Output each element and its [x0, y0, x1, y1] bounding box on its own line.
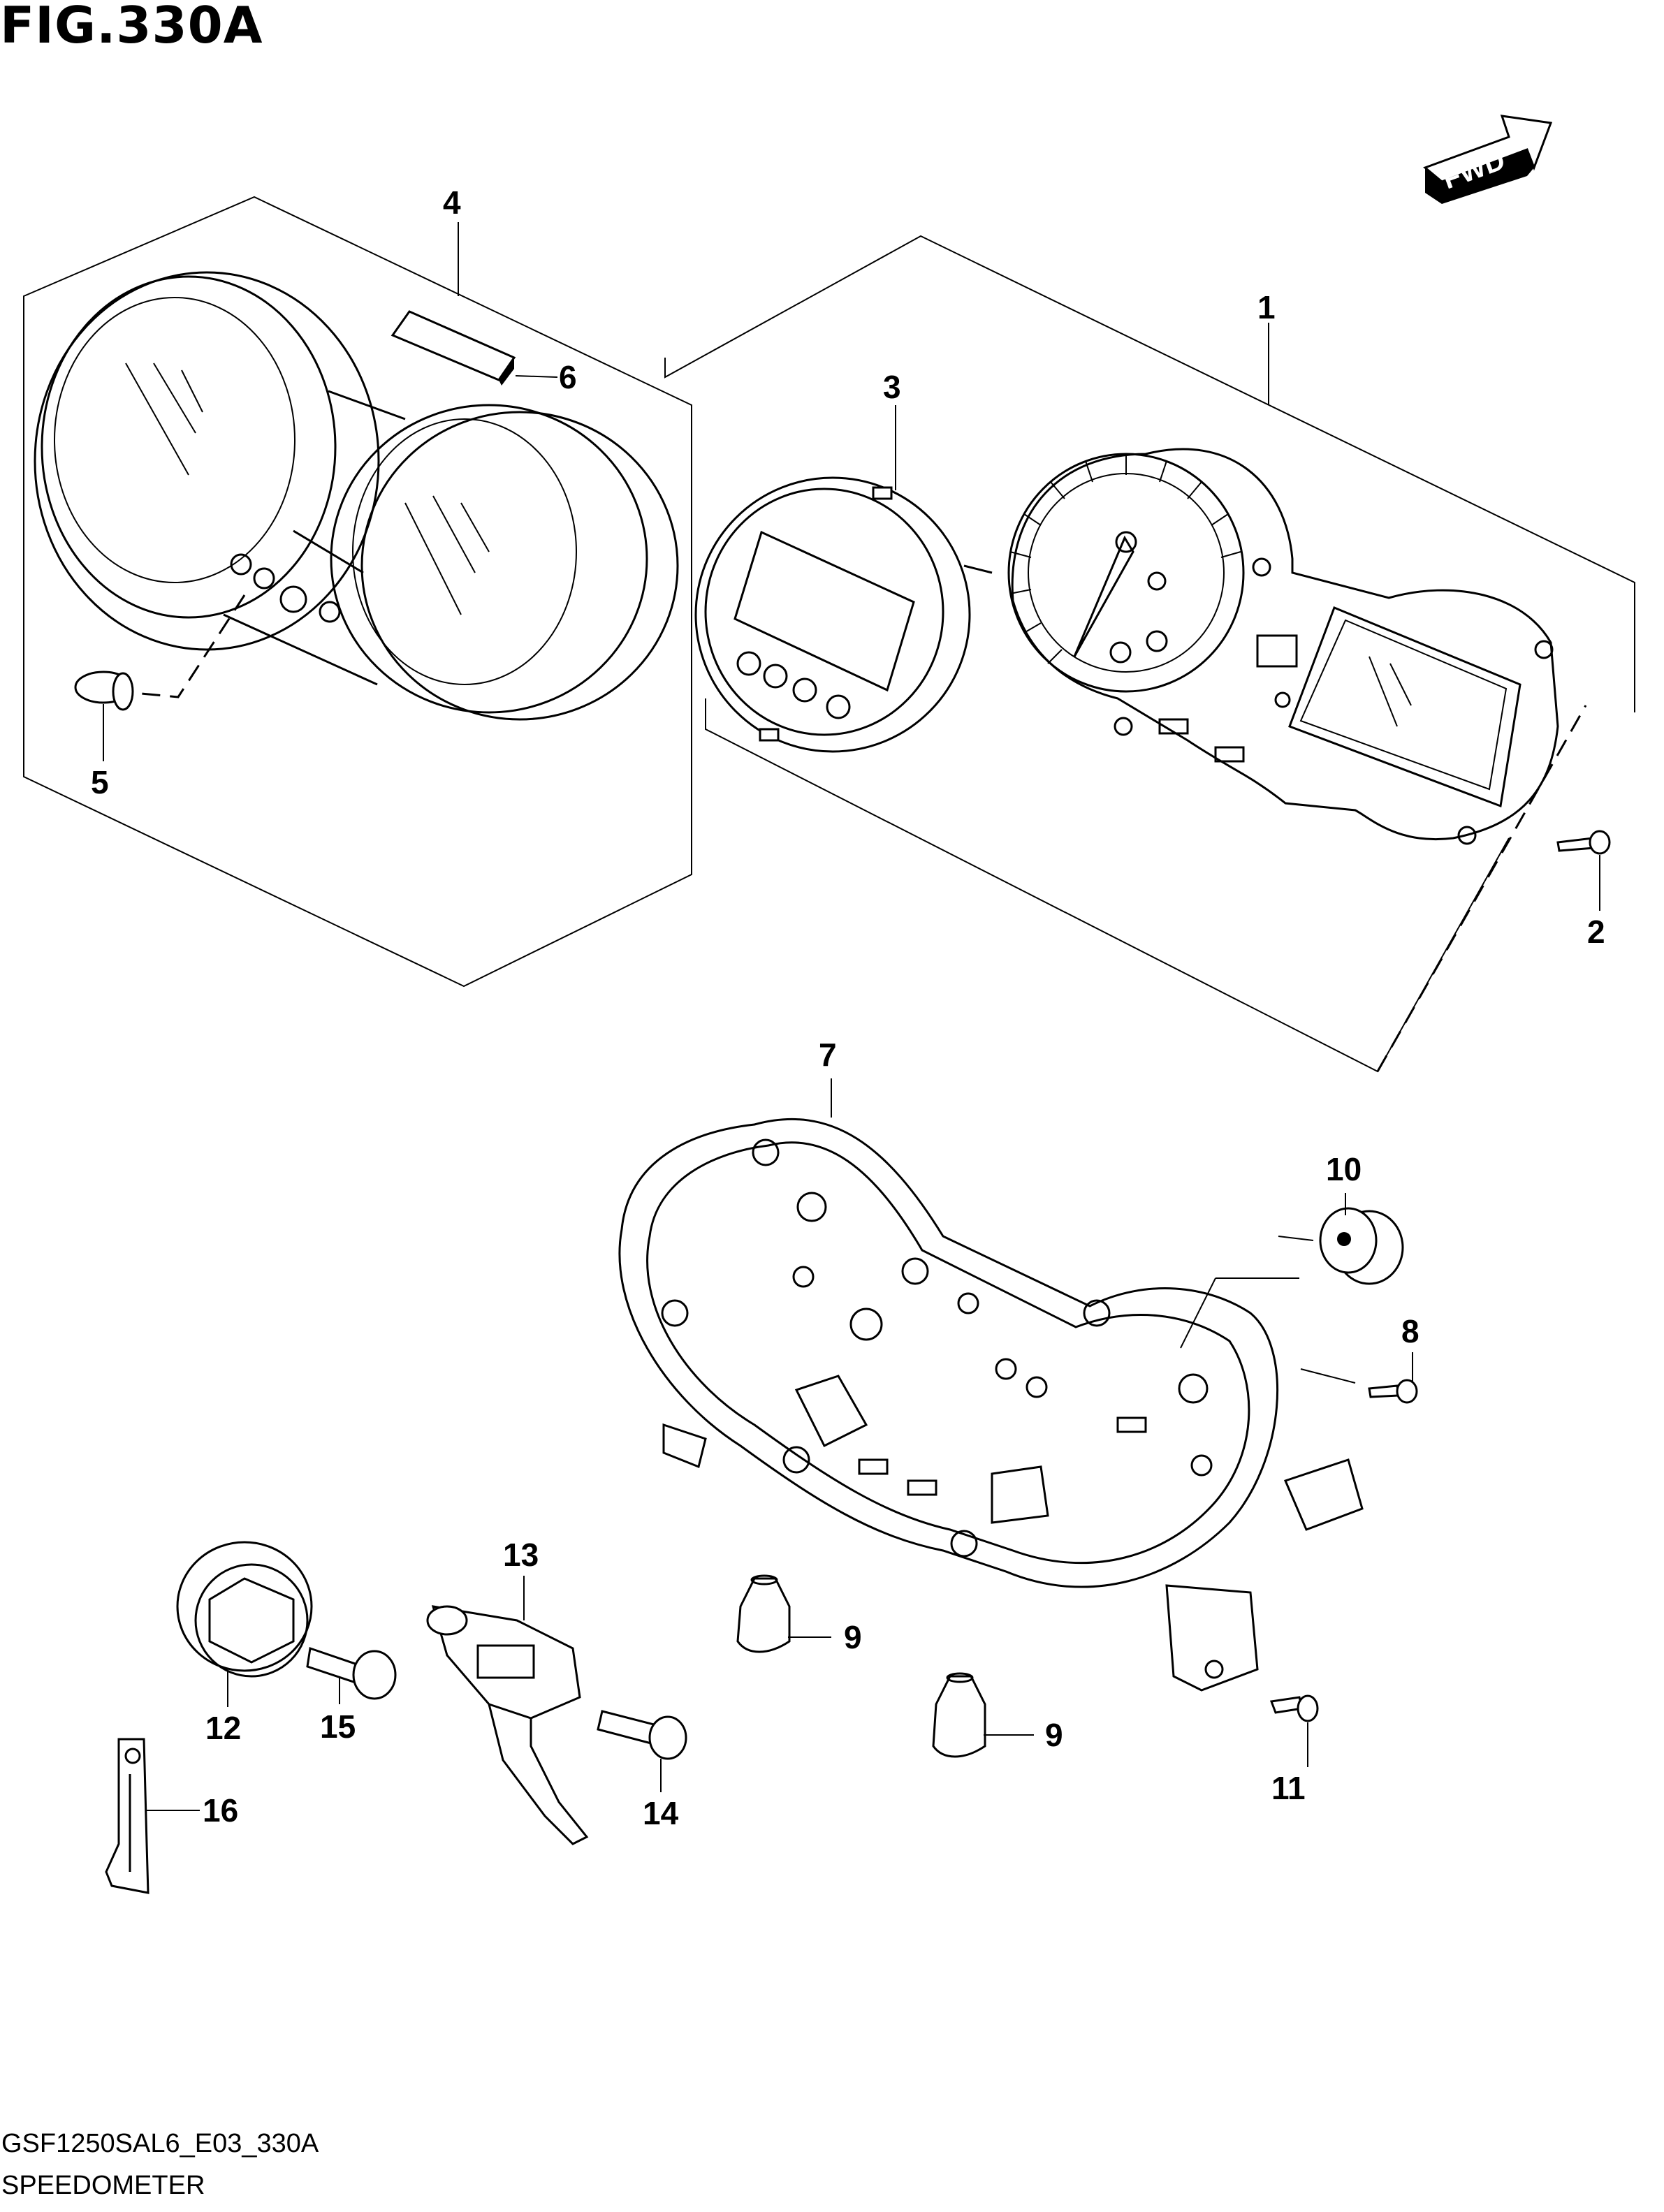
- callout-11: 11: [1271, 1770, 1306, 1806]
- leader-10-line: [1278, 1236, 1314, 1241]
- group-outline-1: [664, 235, 1635, 1073]
- callout-3: 3: [883, 369, 901, 405]
- callout-9b: 9: [1045, 1717, 1063, 1753]
- meter-case: [34, 271, 679, 721]
- callout-13: 13: [503, 1537, 539, 1573]
- callout-5: 5: [91, 764, 109, 800]
- callout-2: 2: [1587, 914, 1605, 950]
- fwd-arrow-icon: FWD: [1423, 115, 1553, 204]
- screw-2: [1556, 830, 1611, 855]
- callout-16: 16: [203, 1792, 238, 1829]
- socket-12: [176, 1541, 313, 1678]
- clamp-16: [105, 1738, 149, 1894]
- figure-code: GSF1250SAL6_E03_330A: [1, 2129, 319, 2158]
- grommet-10: [1319, 1207, 1404, 1285]
- leader-7-internal: [1180, 1277, 1299, 1349]
- bulb: [74, 671, 134, 711]
- bracket-13: [426, 1605, 589, 1845]
- callout-7: 7: [819, 1037, 837, 1073]
- screw-8: [1368, 1379, 1418, 1404]
- callout-14: 14: [643, 1795, 679, 1831]
- lcd-bezel: [694, 476, 993, 753]
- callout-1: 1: [1257, 289, 1276, 325]
- figure-name: SPEEDOMETER: [1, 2171, 205, 2200]
- callout-8: 8: [1401, 1313, 1419, 1349]
- cushion-9b: [932, 1672, 986, 1758]
- tachometer-ticks: [1009, 454, 1241, 664]
- leader-dash-1: [1376, 705, 1587, 1072]
- label-plate: [391, 310, 516, 386]
- leader-dash-5: [133, 594, 246, 698]
- leader-8-line: [1300, 1368, 1356, 1384]
- callout-12: 12: [205, 1710, 241, 1746]
- screw-11: [1269, 1694, 1319, 1722]
- meter-assembly: [1007, 448, 1559, 845]
- callout-9a: 9: [844, 1619, 862, 1655]
- callout-10: 10: [1326, 1151, 1362, 1187]
- leader-lines: [103, 222, 1600, 1811]
- callout-15: 15: [320, 1708, 356, 1745]
- figure-title: FIG.330A: [0, 0, 263, 54]
- bulb-15: [306, 1647, 397, 1700]
- callout-4: 4: [443, 184, 461, 221]
- meter-lower-case: [618, 1118, 1364, 1692]
- callout-labels: 4 1 3 6 5 2 7 10 8 9 9 11 12 15 13 14 16: [91, 184, 1605, 1831]
- bolt-14: [597, 1710, 687, 1760]
- cushion-9a: [736, 1574, 791, 1653]
- callout-6: 6: [559, 359, 577, 395]
- group-outline-4: [23, 196, 692, 988]
